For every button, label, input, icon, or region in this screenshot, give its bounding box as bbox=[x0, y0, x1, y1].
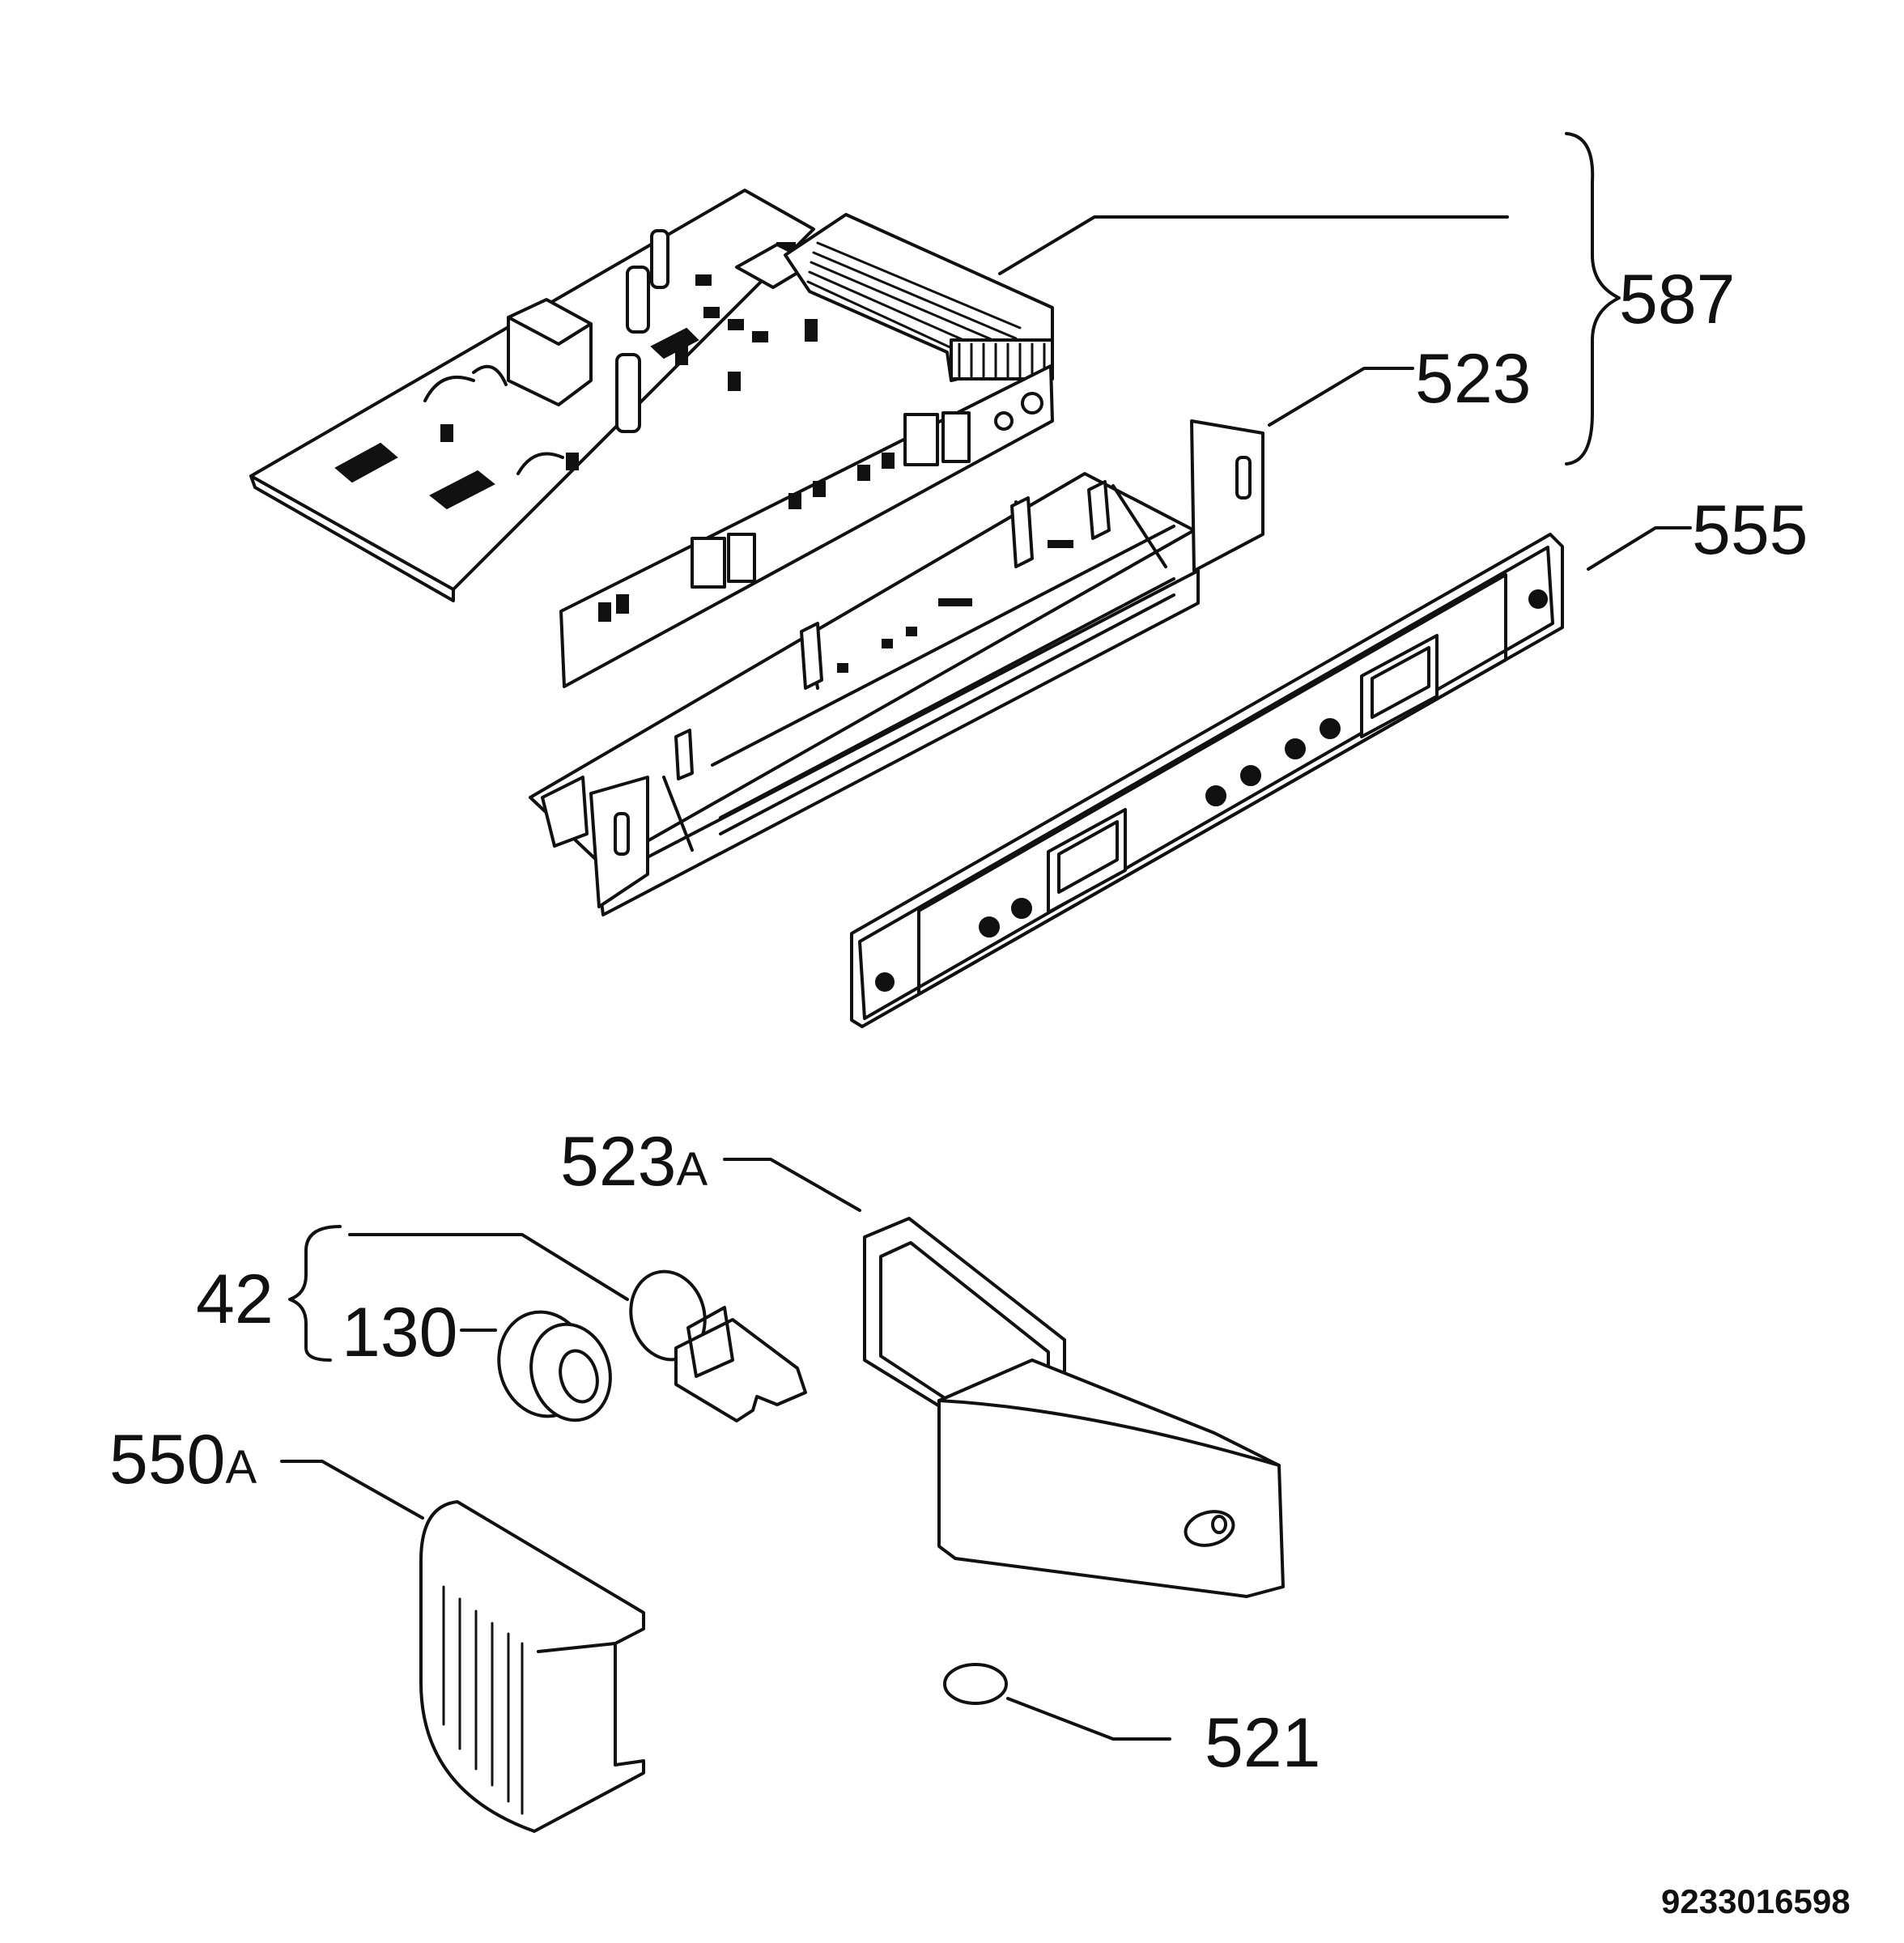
leader-lines bbox=[280, 132, 1692, 1741]
callout-521: 521 bbox=[1205, 1704, 1321, 1782]
callout-42: 42 bbox=[196, 1261, 274, 1338]
pcb-display-board bbox=[559, 364, 1054, 688]
o-ring-521 bbox=[943, 1663, 1008, 1705]
knob-130 bbox=[497, 1310, 612, 1422]
frame-523 bbox=[529, 419, 1264, 916]
callout-523: 523 bbox=[1415, 340, 1532, 418]
callout-523A: 523A bbox=[560, 1127, 708, 1197]
callout-587: 587 bbox=[1619, 261, 1736, 338]
callout-523A-suffix: A bbox=[676, 1143, 708, 1196]
callout-523A-number: 523 bbox=[560, 1123, 677, 1201]
control-panel-555 bbox=[850, 533, 1564, 1028]
pcb-main-board bbox=[249, 189, 1054, 602]
callout-550A-number: 550 bbox=[109, 1421, 226, 1499]
housing-523A bbox=[863, 1217, 1285, 1598]
callout-130: 130 bbox=[342, 1294, 458, 1371]
callout-550A: 550A bbox=[109, 1425, 257, 1494]
document-number: 9233016598 bbox=[1661, 1882, 1851, 1920]
end-cap-550A bbox=[419, 1500, 645, 1833]
knob-shaft bbox=[629, 1269, 807, 1422]
callout-550A-suffix: A bbox=[225, 1441, 257, 1494]
callout-555: 555 bbox=[1692, 491, 1808, 569]
